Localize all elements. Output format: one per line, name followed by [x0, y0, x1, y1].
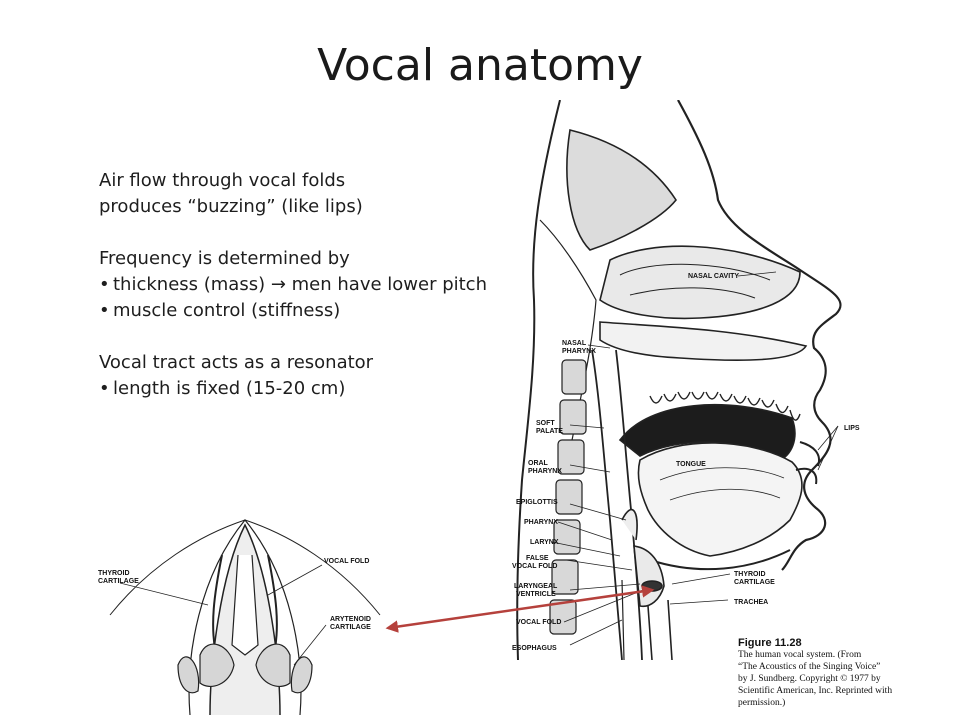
caption-line: permission.) [738, 698, 786, 708]
slide-body: Air flow through vocal folds produces “b… [99, 168, 539, 402]
caption-line: “The Acoustics of the Singing Voice” [738, 662, 881, 672]
paragraph-heading: Frequency is determined by [99, 248, 350, 269]
larynx-labels: THYROID CARTILAGE VOCAL FOLD ARYTENOID C… [98, 558, 371, 631]
label-tongue: TONGUE [676, 461, 706, 468]
label-thyroid-cartilage: CARTILAGE [734, 579, 775, 586]
caption-line: by J. Sundberg. Copyright © 1977 by [738, 674, 881, 684]
slide-title: Vocal anatomy [317, 40, 643, 91]
double-arrow-icon [385, 585, 655, 633]
label-nasal-pharynx: NASAL [562, 340, 587, 347]
label-arytenoid-cartilage: CARTILAGE [330, 624, 371, 631]
caption-line: The human vocal system. (From [738, 650, 862, 660]
label-soft-palate: PALATE [536, 428, 563, 435]
paragraph-line: produces “buzzing” (like lips) [99, 196, 363, 217]
label-thyroid-cartilage: THYROID [734, 571, 766, 578]
vocal-system-illustration: NASAL CAVITY NASAL PHARYNX SOFT PALATE O… [512, 100, 860, 660]
caption-line: Scientific American, Inc. Reprinted with [738, 686, 893, 696]
label-thyroid-cartilage-top: CARTILAGE [98, 578, 139, 585]
illustration-drawing [516, 100, 842, 660]
bullet-item: thickness (mass) → men have lower pitch [99, 272, 539, 298]
label-oral-pharynx: ORAL [528, 460, 549, 467]
label-thyroid-cartilage-top: THYROID [98, 570, 130, 577]
label-false-vocal-fold: FALSE [526, 555, 549, 562]
label-pharynx: PHARYNX [524, 519, 558, 526]
label-nasal-pharynx: PHARYNX [562, 348, 596, 355]
label-nasal-cavity: NASAL CAVITY [688, 273, 739, 280]
paragraph-line: Air flow through vocal folds [99, 170, 346, 191]
figure-number: Figure 11.28 [738, 637, 802, 649]
label-epiglottis: EPIGLOTTIS [516, 499, 558, 506]
label-vocal-fold-top: VOCAL FOLD [324, 558, 369, 565]
larynx-drawing [109, 519, 381, 715]
larynx-illustration: THYROID CARTILAGE VOCAL FOLD ARYTENOID C… [98, 519, 381, 715]
label-false-vocal-fold: VOCAL FOLD [512, 563, 557, 570]
label-oral-pharynx: PHARYNX [528, 468, 562, 475]
bullet-item: length is fixed (15-20 cm) [99, 376, 539, 402]
bullet-item: muscle control (stiffness) [99, 298, 539, 324]
label-arytenoid-cartilage: ARYTENOID [330, 616, 371, 623]
label-soft-palate: SOFT [536, 420, 555, 427]
label-esophagus: ESOPHAGUS [512, 645, 557, 652]
label-larynx: LARYNX [530, 539, 559, 546]
paragraph-heading: Vocal tract acts as a resonator [99, 352, 374, 373]
figure-caption: Figure 11.28 The human vocal system. (Fr… [738, 637, 938, 709]
label-trachea: TRACHEA [734, 599, 768, 606]
label-lips: LIPS [844, 425, 860, 432]
